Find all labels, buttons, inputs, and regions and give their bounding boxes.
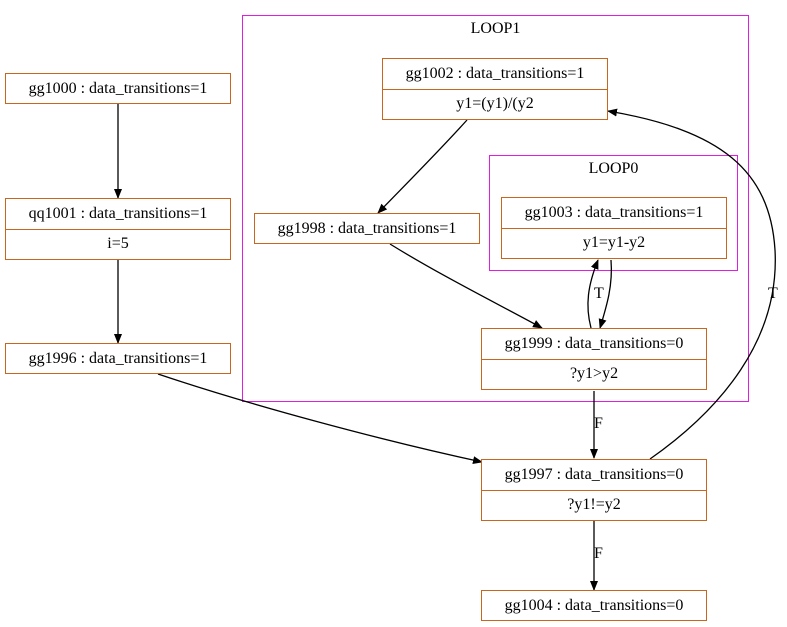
node-gg1997-body: ?y1!=y2 [482, 489, 706, 521]
node-qq1001[interactable]: qq1001 : data_transitions=1 i=5 [5, 198, 231, 260]
edge-label-gg1997-gg1004: F [594, 545, 603, 562]
node-qq1001-body: i=5 [6, 228, 230, 260]
cluster-loop1-label: LOOP1 [470, 20, 521, 37]
edge-gg1996-gg1997 [157, 373, 483, 465]
edge-gg1003-gg1999 [598, 259, 613, 329]
node-gg1000-title: gg1000 : data_transitions=1 [28, 79, 208, 97]
node-gg1997-title: gg1997 : data_transitions=0 [504, 465, 684, 483]
edge-label-gg1999-gg1003: T [594, 285, 604, 302]
node-gg1999-title: gg1999 : data_transitions=0 [504, 334, 684, 352]
node-gg1999-body: ?y1>y2 [482, 358, 706, 390]
node-gg1003-body: y1=y1-y2 [502, 227, 726, 259]
node-gg1996-title: gg1996 : data_transitions=1 [28, 349, 208, 367]
edge-gg1997-gg1002 [607, 108, 776, 460]
cluster-loop1: LOOP1 [242, 15, 749, 402]
node-gg1003-title: gg1003 : data_transitions=1 [524, 203, 704, 221]
node-gg1000[interactable]: gg1000 : data_transitions=1 [5, 73, 231, 104]
node-gg1998[interactable]: gg1998 : data_transitions=1 [254, 213, 480, 244]
edge-gg1002-gg1998 [377, 119, 468, 214]
node-gg1998-title: gg1998 : data_transitions=1 [277, 219, 457, 237]
edge-gg1999-gg1003 [587, 259, 599, 329]
edge-gg1998-gg1999 [389, 243, 543, 329]
node-gg1996[interactable]: gg1996 : data_transitions=1 [5, 343, 231, 374]
node-gg1004-title: gg1004 : data_transitions=0 [504, 596, 684, 614]
node-gg1999[interactable]: gg1999 : data_transitions=0 ?y1>y2 [481, 328, 707, 390]
edge-label-gg1999-gg1997: F [594, 415, 603, 432]
cluster-loop0: LOOP0 [489, 155, 738, 271]
node-gg1997[interactable]: gg1997 : data_transitions=0 ?y1!=y2 [481, 459, 707, 521]
edge-label-gg1997-gg1002: T [768, 285, 778, 302]
node-gg1002-body: y1=(y1)/(y2 [383, 88, 607, 120]
cluster-loop0-label: LOOP0 [588, 160, 639, 177]
node-qq1001-title: qq1001 : data_transitions=1 [28, 204, 208, 222]
node-gg1002-title: gg1002 : data_transitions=1 [405, 64, 585, 82]
node-gg1002[interactable]: gg1002 : data_transitions=1 y1=(y1)/(y2 [382, 58, 608, 120]
node-gg1003[interactable]: gg1003 : data_transitions=1 y1=y1-y2 [501, 197, 727, 259]
node-gg1004[interactable]: gg1004 : data_transitions=0 [481, 590, 707, 621]
